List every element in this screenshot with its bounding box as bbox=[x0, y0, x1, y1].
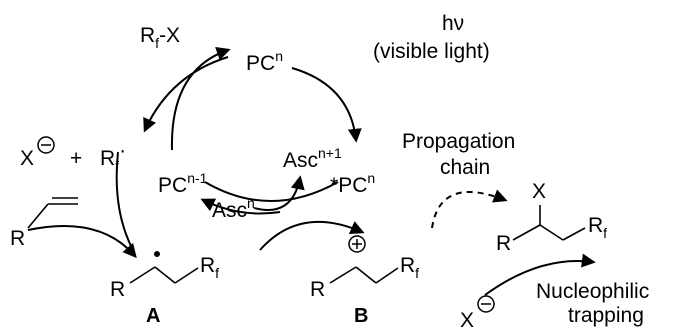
product-r-label: R bbox=[496, 232, 511, 255]
cycle-arrow-pcn-to-excited bbox=[291, 67, 362, 143]
intermediate-a-rf-label: Rf bbox=[200, 254, 219, 281]
arrow-asc-n-to-asc-n1 bbox=[253, 175, 305, 211]
nucleophile-charge-icon bbox=[477, 295, 495, 313]
chain-label: chain bbox=[440, 156, 490, 179]
product-x-label: X bbox=[532, 180, 546, 203]
product-skeleton bbox=[512, 205, 586, 241]
nucleophilic-label: Nucleophilic bbox=[536, 280, 649, 303]
propagation-label: Propagation bbox=[402, 130, 515, 153]
rf-radical-label: Rf· bbox=[100, 139, 126, 174]
visible-light-label: (visible light) bbox=[373, 40, 490, 63]
asc-n1-label: Ascn+1 bbox=[283, 145, 342, 172]
intermediate-a-r-label: R bbox=[110, 278, 125, 301]
hv-label: hν bbox=[442, 12, 464, 35]
arrow-a-to-b bbox=[259, 220, 365, 251]
intermediate-b-rf-label: Rf bbox=[400, 254, 419, 281]
intermediate-b-cation-icon bbox=[348, 235, 366, 253]
pcn-label: PCn bbox=[246, 48, 283, 75]
x-anion-label: X bbox=[20, 147, 34, 170]
alkene-skeleton bbox=[27, 197, 78, 229]
arrow-to-pcn1 bbox=[200, 198, 281, 215]
pcn1-label: PCn-1 bbox=[158, 170, 208, 197]
plus-sign: + bbox=[70, 147, 82, 170]
intermediate-a-skeleton bbox=[129, 266, 199, 284]
x-anion-charge-icon bbox=[37, 136, 55, 154]
excited-pc-label: *PCn bbox=[330, 170, 375, 197]
intermediate-b-r-label: R bbox=[310, 278, 325, 301]
product-rf-label: Rf bbox=[588, 214, 607, 241]
asc-n-label: Ascn bbox=[212, 195, 255, 222]
trapping-arrow bbox=[484, 253, 596, 296]
intermediate-b-label: B bbox=[354, 305, 368, 327]
propagation-arrow bbox=[431, 189, 508, 229]
arrow-to-intermediate-a bbox=[27, 225, 137, 259]
rfx-label: Rf-X bbox=[140, 24, 180, 51]
intermediate-a-radical-dot bbox=[154, 251, 160, 257]
cycle-arrow-excited-to-pcn1 bbox=[204, 181, 339, 202]
arrow-rfx-to-rf-radical bbox=[143, 56, 229, 133]
trapping-label: trapping bbox=[568, 304, 644, 327]
alkene-r-label: R bbox=[10, 227, 25, 250]
nucleophile-x-label: X bbox=[460, 309, 474, 327]
intermediate-b-skeleton bbox=[329, 266, 399, 284]
intermediate-a-label: A bbox=[146, 305, 160, 327]
arrow-rf-radical-join bbox=[115, 151, 134, 251]
cycle-arrow-pcn1-to-pcn bbox=[170, 47, 231, 151]
